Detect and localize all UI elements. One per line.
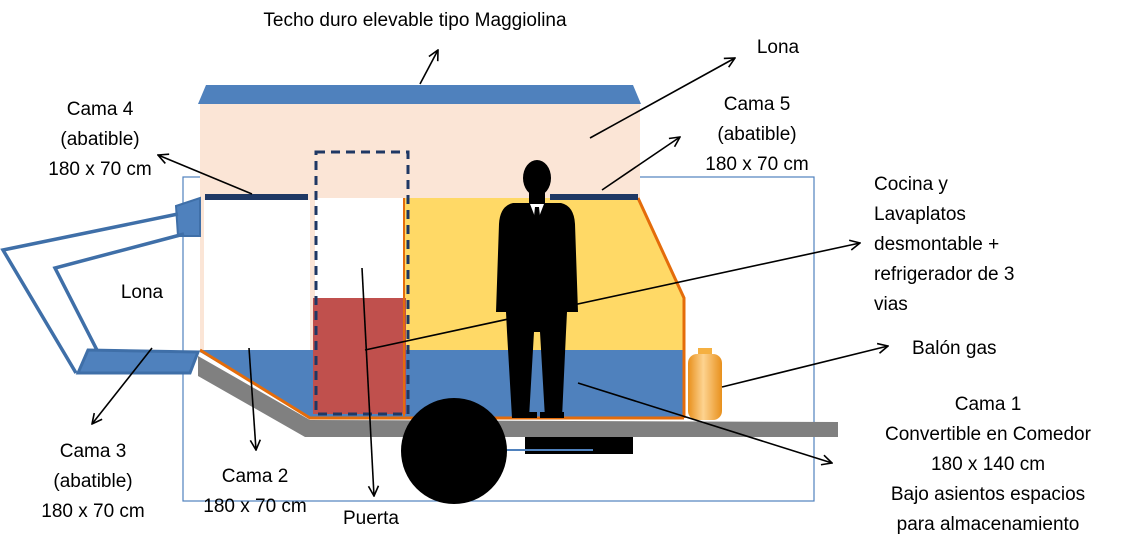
arrow-roof (419, 50, 438, 85)
awning-mount (174, 196, 201, 237)
arrow-cama2 (248, 347, 256, 450)
arrow-cama1 (577, 382, 832, 463)
arrow-cama3 (92, 347, 153, 424)
awning-frame-outer (0, 212, 179, 374)
arrow-cama4 (158, 155, 253, 195)
person-silhouette (496, 160, 578, 418)
canvas-wall (200, 104, 640, 198)
axle-block (525, 437, 633, 454)
label-cama4: Cama 4 (abatible) 180 x 70 cm (48, 99, 152, 180)
label-balon: Balón gas (912, 338, 997, 359)
label-cama1: Cama 1 Convertible en Comedor 180 x 140 … (885, 394, 1091, 535)
arrow-cocina (364, 243, 860, 351)
bed-4-platform (205, 194, 308, 200)
fridge (313, 298, 406, 414)
label-cama3: Cama 3 (abatible) 180 x 70 cm (41, 441, 145, 522)
frame-edge (636, 197, 686, 418)
bed-area-left (204, 200, 310, 350)
tie (533, 207, 541, 230)
label-roof: Techo duro elevable tipo Maggiolina (263, 10, 567, 31)
gas-bottle (688, 354, 722, 420)
wheel (401, 398, 507, 504)
arrow-balon (721, 346, 888, 388)
bed-5-platform (550, 194, 638, 200)
label-cama5: Cama 5 (abatible) 180 x 70 cm (705, 94, 809, 175)
door-outline (314, 150, 410, 416)
arrow-puerta (361, 267, 374, 496)
label-cama2: Cama 2 180 x 70 cm (203, 466, 307, 517)
arrow-cama5 (601, 137, 680, 191)
label-lona-top: Lona (756, 37, 800, 58)
gas-bottle-valve (698, 348, 712, 356)
label-cocina: Cocina y Lavaplatos desmontable + refrig… (874, 174, 1015, 315)
label-puerta: Puerta (343, 508, 399, 529)
awning-base (75, 348, 201, 375)
awning-frame-inner (52, 232, 185, 357)
chassis (198, 356, 838, 437)
roof (198, 85, 641, 104)
arrow-lona-top (589, 58, 735, 139)
label-lona-left: Lona (120, 282, 164, 303)
annotation-arrows (92, 50, 888, 496)
